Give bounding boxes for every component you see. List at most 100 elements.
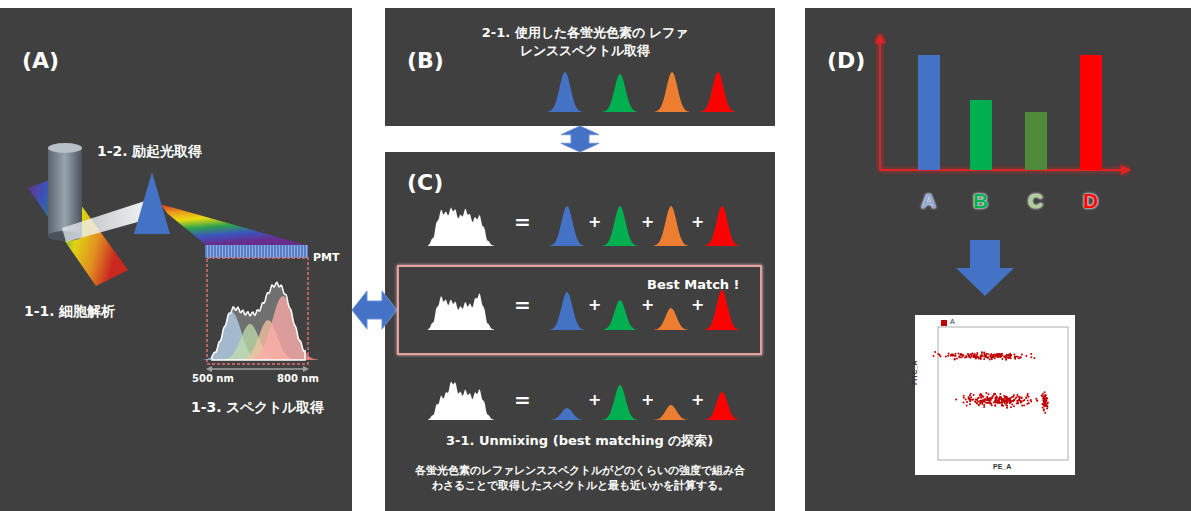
event-dot xyxy=(1017,401,1019,403)
event-dot xyxy=(983,353,985,355)
event-dot xyxy=(1006,396,1008,398)
event-dot xyxy=(990,402,992,404)
event-dot xyxy=(1020,356,1022,358)
event-dot xyxy=(1044,395,1046,397)
event-dot xyxy=(1028,402,1030,404)
event-dot xyxy=(1036,400,1038,402)
event-dot xyxy=(1045,394,1047,396)
event-dot xyxy=(1021,397,1023,399)
event-dot xyxy=(983,358,985,360)
event-dot xyxy=(968,356,970,358)
event-dot xyxy=(999,393,1001,395)
event-dot xyxy=(989,398,991,400)
event-dot xyxy=(1034,357,1036,359)
event-dot xyxy=(985,356,987,358)
event-dot xyxy=(996,396,998,398)
step-label: 2-1. 使用した各蛍光色素の レファレンススペクトル取得 xyxy=(480,24,690,60)
event-dot xyxy=(955,355,957,357)
event-dot xyxy=(976,355,978,357)
event-dot xyxy=(1022,400,1024,402)
event-dot xyxy=(976,352,978,354)
event-dot xyxy=(981,351,983,353)
event-dot xyxy=(1003,401,1005,403)
event-dot xyxy=(1004,397,1006,399)
reference-peak xyxy=(653,206,688,246)
panel: (A) xyxy=(0,8,352,511)
event-dot xyxy=(1025,397,1027,399)
event-dot xyxy=(970,396,972,398)
range-line xyxy=(210,368,305,370)
event-dot xyxy=(980,394,982,396)
event-dot xyxy=(991,354,993,356)
event-dot xyxy=(976,402,978,404)
reference-peak xyxy=(653,405,688,420)
event-dot xyxy=(993,393,995,395)
operator-sign: = xyxy=(514,208,531,236)
event-dot xyxy=(1042,403,1044,405)
event-dot xyxy=(1013,405,1015,407)
event-dot xyxy=(1036,399,1038,401)
event-dot xyxy=(1001,358,1003,360)
event-dot xyxy=(962,355,964,357)
event-dot xyxy=(1043,399,1045,401)
total-spectrum xyxy=(212,282,305,360)
event-dot xyxy=(981,397,983,399)
event-dot xyxy=(966,356,968,358)
event-dot xyxy=(976,402,978,404)
flow-cell xyxy=(48,148,82,236)
event-dot xyxy=(987,357,989,359)
event-dot xyxy=(1044,403,1046,405)
event-dot xyxy=(1019,398,1021,400)
measured-spectrum xyxy=(428,382,494,421)
spectrum-plot xyxy=(203,282,318,360)
bar-label: A xyxy=(921,186,936,215)
event-dot xyxy=(984,355,986,357)
scatter-dots xyxy=(933,351,1049,414)
step-label: 1-1. 細胞解析 xyxy=(24,302,116,322)
plot-frame xyxy=(938,327,1068,460)
event-dot xyxy=(960,353,962,355)
event-dot xyxy=(1042,403,1044,405)
panel-ground xyxy=(0,8,352,511)
event-dot xyxy=(976,399,978,401)
reference-peak xyxy=(704,392,739,420)
event-dot xyxy=(1007,357,1009,359)
event-dot xyxy=(1030,399,1032,401)
event-dot xyxy=(972,399,974,401)
event-dot xyxy=(969,400,971,402)
part-label: PMT xyxy=(313,250,340,265)
event-dot xyxy=(1042,397,1044,399)
event-dot xyxy=(1011,404,1013,406)
event-dot xyxy=(1027,393,1029,395)
event-dot xyxy=(978,404,980,406)
event-dot xyxy=(958,353,960,355)
event-dot xyxy=(1009,400,1011,402)
event-dot xyxy=(1014,356,1016,358)
event-dot xyxy=(995,355,997,357)
event-dot xyxy=(990,353,992,355)
event-dot xyxy=(977,397,979,399)
bar xyxy=(970,100,992,170)
event-dot xyxy=(1025,355,1027,357)
event-dot xyxy=(952,354,954,356)
reference-peak xyxy=(602,206,637,246)
reference-peak xyxy=(602,300,637,330)
event-dot xyxy=(1003,395,1005,397)
event-dot xyxy=(950,354,952,356)
event-dot xyxy=(988,353,990,355)
event-dot xyxy=(1002,405,1004,407)
scatter-plot: FITC_APE_AA xyxy=(915,315,1075,475)
event-dot xyxy=(969,357,971,359)
event-dot xyxy=(1006,399,1008,401)
event-dot xyxy=(994,401,996,403)
event-dot xyxy=(940,355,942,357)
bar-label: B xyxy=(973,186,988,215)
axis-tick: 500 nm xyxy=(192,372,234,386)
event-dot xyxy=(1001,399,1003,401)
panel-ground xyxy=(385,152,775,511)
event-dot xyxy=(973,394,975,396)
bar xyxy=(1080,55,1102,170)
step-label: 1-2. 励起光取得 xyxy=(97,142,203,162)
event-dot xyxy=(955,398,957,400)
event-dot xyxy=(1016,394,1018,396)
